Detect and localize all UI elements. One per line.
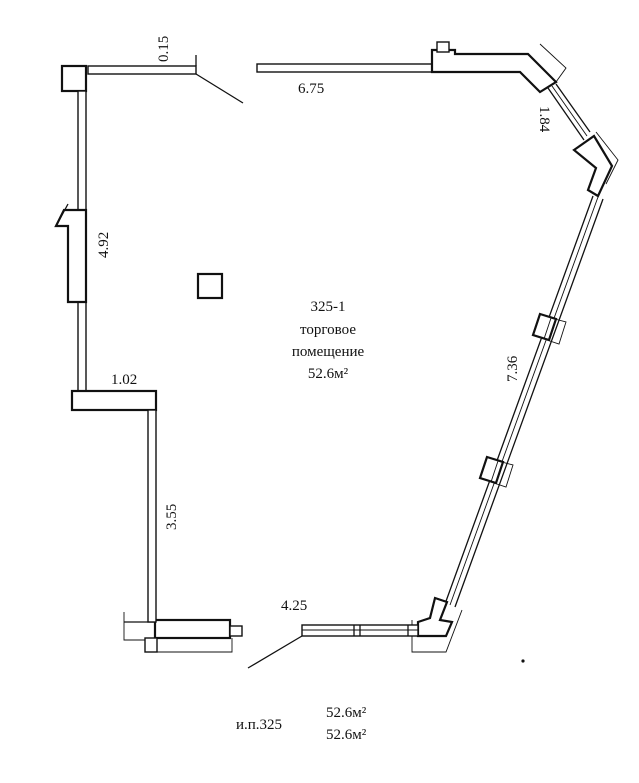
- column: [196, 272, 224, 300]
- room-name-line2: помещение: [292, 344, 365, 360]
- lower-left-corner: [123, 612, 243, 653]
- dim-bottom-wall: 4.25: [281, 598, 307, 614]
- dim-top-wall: 6.75: [298, 81, 324, 97]
- top-wall: [60, 55, 436, 104]
- lower-right-corner: [411, 596, 463, 653]
- right-wall: [444, 195, 604, 608]
- dim-top-small: 0.15: [156, 36, 172, 62]
- dim-upper-right-diag: 1.84: [536, 106, 552, 133]
- room-area: 52.6м²: [308, 366, 349, 382]
- room-number: 325-1: [311, 299, 346, 315]
- bottom-wall: [247, 624, 419, 669]
- dot-mark: [521, 659, 525, 663]
- footer-unit-label: и.п.325: [236, 717, 282, 733]
- dim-left-step: 1.02: [111, 372, 137, 388]
- upper-right-corner: [430, 41, 619, 198]
- dim-left-lower: 3.55: [164, 504, 180, 530]
- room-name-line1: торговое: [300, 322, 356, 338]
- dim-right-wall: 7.36: [505, 355, 521, 382]
- dim-left-upper: 4.92: [96, 232, 112, 258]
- footer-area-1: 52.6м²: [326, 705, 367, 721]
- footer-area-2: 52.6м²: [326, 727, 367, 743]
- left-wall: [54, 90, 158, 623]
